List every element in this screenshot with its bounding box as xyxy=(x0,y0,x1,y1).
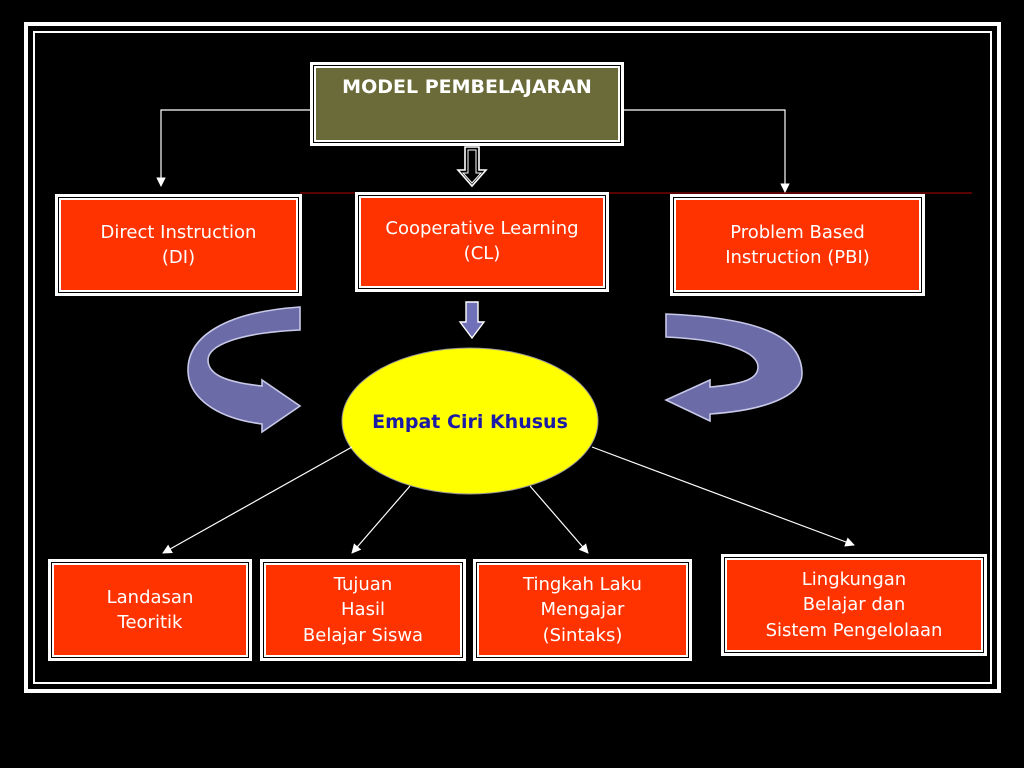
connector-title-to-di xyxy=(156,109,310,187)
title-box-border: MODEL PEMBELAJARAN xyxy=(313,65,621,143)
model-box-cl-text: Cooperative Learning (CL) xyxy=(385,216,578,266)
feature-tingkah-line-3: (Sintaks) xyxy=(542,624,623,646)
title-box-fill: MODEL PEMBELAJARAN xyxy=(316,68,618,140)
model-di-line-2: (DI) xyxy=(161,247,196,268)
feature-landasan-line-1: Landasan xyxy=(106,586,194,608)
connector-center-to-lingkungan xyxy=(591,446,855,547)
feature-tingkah-line-2: Mengajar xyxy=(540,599,625,621)
feature-tujuan-line-1: Tujuan xyxy=(333,574,393,596)
feature-box-tujuan-border: Tujuan Hasil Belajar Siswa xyxy=(263,562,463,658)
block-arrow-inner-line xyxy=(461,149,483,184)
feature-box-lingkungan-fill: Lingkungan Belajar dan Sistem Pengelolaa… xyxy=(727,560,981,650)
curved-arrow-left xyxy=(187,306,302,434)
feature-lingkungan-line-3: Sistem Pengelolaan xyxy=(765,619,943,641)
model-pbi-line-1: Problem Based xyxy=(730,221,865,243)
model-cl-line-2: (CL) xyxy=(463,243,501,265)
outer-frame xyxy=(24,22,1001,693)
model-box-cl-fill: Cooperative Learning (CL) xyxy=(361,198,603,286)
feature-box-lingkungan-text: Lingkungan Belajar dan Sistem Pengelolaa… xyxy=(766,567,943,643)
feature-box-landasan-border: Landasan Teoritik xyxy=(51,562,249,658)
model-box-cl: Cooperative Learning (CL) xyxy=(355,192,609,292)
feature-box-tingkah-border: Tingkah Laku Mengajar (Sintaks) xyxy=(476,562,689,658)
feature-box-tingkah-text: Tingkah Laku Mengajar (Sintaks) xyxy=(523,572,642,648)
model-box-di-text: Direct Instruction (DI) xyxy=(101,220,257,270)
title-box: MODEL PEMBELAJARAN xyxy=(310,62,624,146)
model-box-pbi-fill: Problem Based Instruction (PBI) xyxy=(676,200,919,290)
feature-box-tujuan-fill: Tujuan Hasil Belajar Siswa xyxy=(266,565,460,655)
feature-tujuan-line-3: Belajar Siswa xyxy=(302,624,424,646)
feature-tingkah-line-1: Tingkah Laku xyxy=(523,574,642,596)
center-label: Empat Ciri Khusus xyxy=(372,411,568,433)
model-di-line-1: Direct Instruction xyxy=(100,221,257,243)
feature-box-tujuan: Tujuan Hasil Belajar Siswa xyxy=(260,559,466,661)
feature-landasan-line-2: Teoritik xyxy=(117,612,183,633)
model-box-di-border: Direct Instruction (DI) xyxy=(58,197,299,293)
feature-lingkungan-line-2: Belajar dan xyxy=(802,594,906,616)
title-text: MODEL PEMBELAJARAN xyxy=(342,76,592,98)
connector-center-to-tingkah xyxy=(529,485,589,554)
connector-center-to-landasan xyxy=(162,446,353,554)
connector-center-to-tujuan xyxy=(351,485,411,554)
block-arrow-cl-to-center xyxy=(458,301,486,340)
model-cl-line-1: Cooperative Learning xyxy=(385,218,579,239)
inner-frame xyxy=(33,31,992,684)
block-arrow-title-to-cl xyxy=(456,146,488,188)
model-box-pbi: Problem Based Instruction (PBI) xyxy=(670,194,925,296)
feature-box-tingkah: Tingkah Laku Mengajar (Sintaks) xyxy=(473,559,692,661)
feature-tujuan-line-2: Hasil xyxy=(341,599,385,621)
model-box-pbi-text: Problem Based Instruction (PBI) xyxy=(725,220,870,270)
curved-arrow-right xyxy=(664,313,803,423)
model-pbi-line-2: Instruction (PBI) xyxy=(725,247,870,268)
feature-box-landasan-text: Landasan Teoritik xyxy=(107,585,194,635)
feature-box-landasan-fill: Landasan Teoritik xyxy=(54,565,246,655)
center-ellipse xyxy=(341,347,599,495)
feature-box-tujuan-text: Tujuan Hasil Belajar Siswa xyxy=(303,572,423,648)
model-box-di-fill: Direct Instruction (DI) xyxy=(61,200,296,290)
feature-box-lingkungan: Lingkungan Belajar dan Sistem Pengelolaa… xyxy=(721,554,987,656)
model-box-di: Direct Instruction (DI) xyxy=(55,194,302,296)
feature-box-landasan: Landasan Teoritik xyxy=(48,559,252,661)
feature-box-tingkah-fill: Tingkah Laku Mengajar (Sintaks) xyxy=(479,565,686,655)
feature-box-lingkungan-border: Lingkungan Belajar dan Sistem Pengelolaa… xyxy=(724,557,984,653)
model-box-cl-border: Cooperative Learning (CL) xyxy=(358,195,606,289)
model-box-pbi-border: Problem Based Instruction (PBI) xyxy=(673,197,922,293)
feature-lingkungan-line-1: Lingkungan xyxy=(801,569,907,591)
connector-title-to-pbi xyxy=(624,109,790,193)
